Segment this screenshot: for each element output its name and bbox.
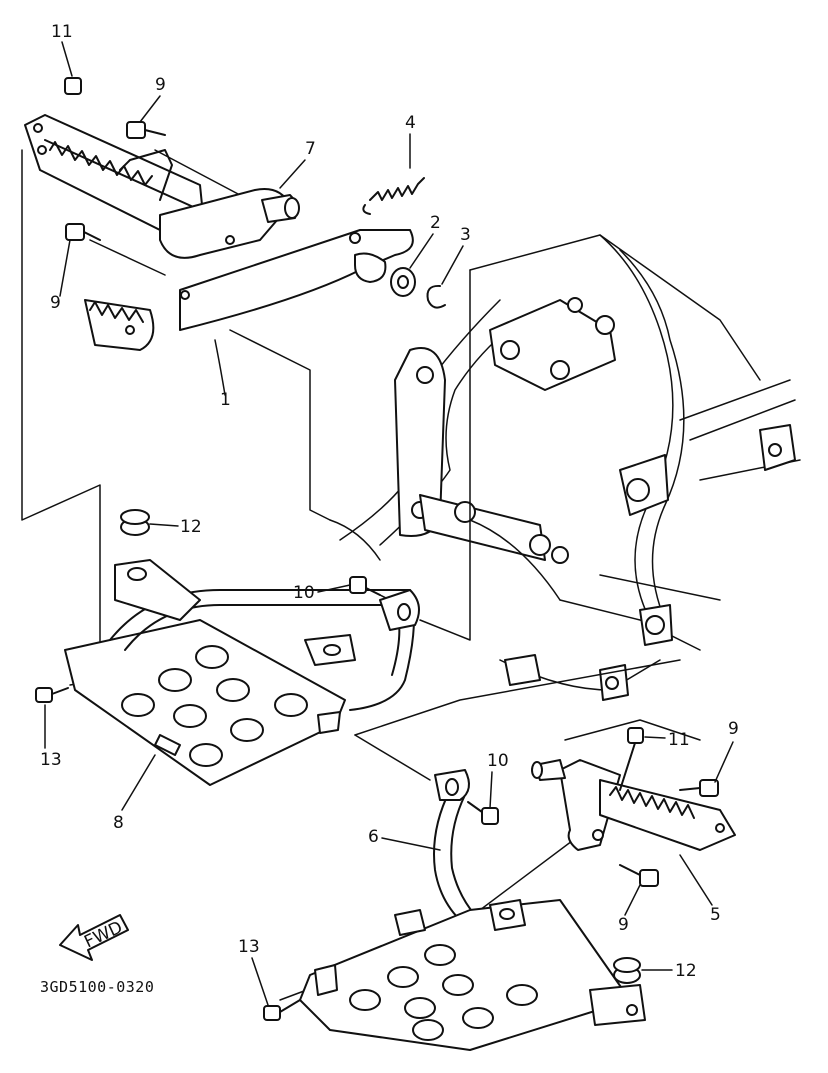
- callout-11: 11: [51, 22, 73, 42]
- nut-11-upper: [64, 77, 82, 95]
- callout-4: 4: [405, 113, 416, 133]
- bolt-9-lower-right: [679, 779, 719, 797]
- drawing-code: 3GD5100-0320: [40, 978, 154, 996]
- callout-9: 9: [50, 293, 61, 313]
- washer: [390, 267, 416, 297]
- bolt-9-upper: [126, 121, 166, 139]
- callout-labels: 11 9 7 4 2 3 9 1 12 10 13 8 11 9 10 6 9 …: [40, 22, 739, 1006]
- right-footrest: [531, 759, 736, 851]
- circlip: [426, 284, 446, 309]
- fwd-arrow-icon: FWD: [59, 914, 129, 961]
- right-skid-plate: [299, 769, 646, 1051]
- callout-1: 1: [220, 390, 231, 410]
- callout-9: 9: [728, 719, 739, 739]
- return-spring: [362, 177, 425, 215]
- bolt-13-left: [35, 687, 69, 703]
- callout-7: 7: [305, 139, 316, 159]
- callout-8: 8: [113, 813, 124, 833]
- callout-11: 11: [668, 730, 690, 750]
- frame-assembly: [329, 234, 801, 701]
- left-skid-plate: [64, 559, 420, 786]
- callout-9: 9: [618, 915, 629, 935]
- callout-3: 3: [460, 225, 471, 245]
- bolt-10-upper: [349, 576, 381, 596]
- grommet-12-upper: [120, 509, 150, 536]
- callout-13: 13: [40, 750, 62, 770]
- pivot-shaft: [261, 194, 300, 223]
- bolt-9-lower: [619, 864, 659, 887]
- callout-13: 13: [238, 937, 260, 957]
- bolt-10-lower: [467, 801, 499, 825]
- callout-12: 12: [675, 961, 697, 981]
- callout-12: 12: [180, 517, 202, 537]
- brake-pedal: [84, 188, 414, 396]
- callout-6: 6: [368, 827, 379, 847]
- bolt-13-lower: [263, 999, 301, 1021]
- callout-10: 10: [293, 583, 315, 603]
- callout-2: 2: [430, 213, 441, 233]
- grommet-12-lower: [613, 957, 641, 984]
- callout-9: 9: [155, 75, 166, 95]
- callout-10: 10: [487, 751, 509, 771]
- bolt-9-left: [65, 223, 101, 241]
- callout-5: 5: [710, 905, 721, 925]
- nut-11-lower: [619, 727, 644, 791]
